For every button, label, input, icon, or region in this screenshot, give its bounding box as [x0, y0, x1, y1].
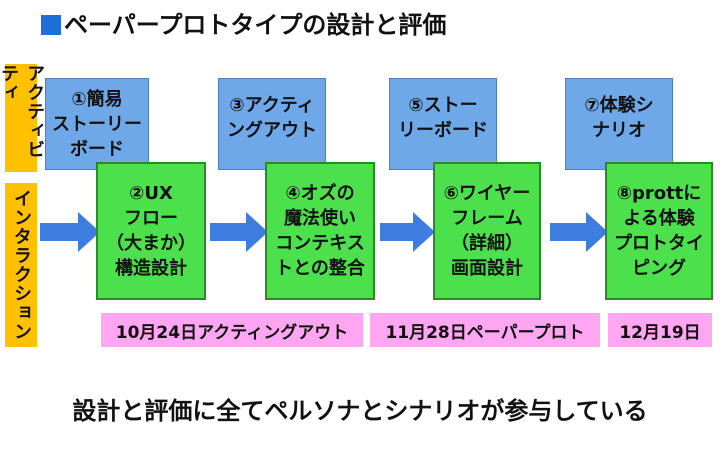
flow-arrow-3 [380, 212, 435, 252]
date-label-3: 12月19日 [608, 313, 712, 347]
activity-box-1: ①簡易 ストーリー ボード [45, 78, 149, 170]
interaction-box-2: ④オズの 魔法使い コンテキス トとの整合 [265, 162, 375, 300]
flow-arrow-2 [210, 212, 268, 252]
activity-box-3: ⑤ストー リーボード [389, 78, 497, 170]
interaction-box-1: ②UX フロー （大まか） 構造設計 [96, 162, 206, 300]
date-label-2: 11月28日ペーパープロト [370, 313, 600, 347]
footer-caption: 設計と評価に全てペルソナとシナリオが参与している [72, 397, 648, 425]
title-marker-icon [41, 15, 61, 35]
interaction-box-4: ⑧prottに よる体験 プロトタイ ピング [605, 162, 713, 300]
page-title: ペーパープロトタイプの設計と評価 [64, 11, 447, 39]
flow-arrow-4 [550, 212, 608, 252]
lane-label-activity: アクティビティ [0, 64, 45, 172]
flow-arrow-1 [40, 212, 100, 252]
activity-box-2: ③アクティ ングアウト [218, 78, 326, 170]
interaction-box-3: ⑥ワイヤー フレーム （詳細） 画面設計 [433, 162, 541, 300]
lane-label-interaction: インタラクション [5, 183, 37, 347]
activity-box-4: ⑦体験シ ナリオ [565, 78, 673, 170]
date-label-1: 10月24日アクティングアウト [101, 313, 363, 347]
